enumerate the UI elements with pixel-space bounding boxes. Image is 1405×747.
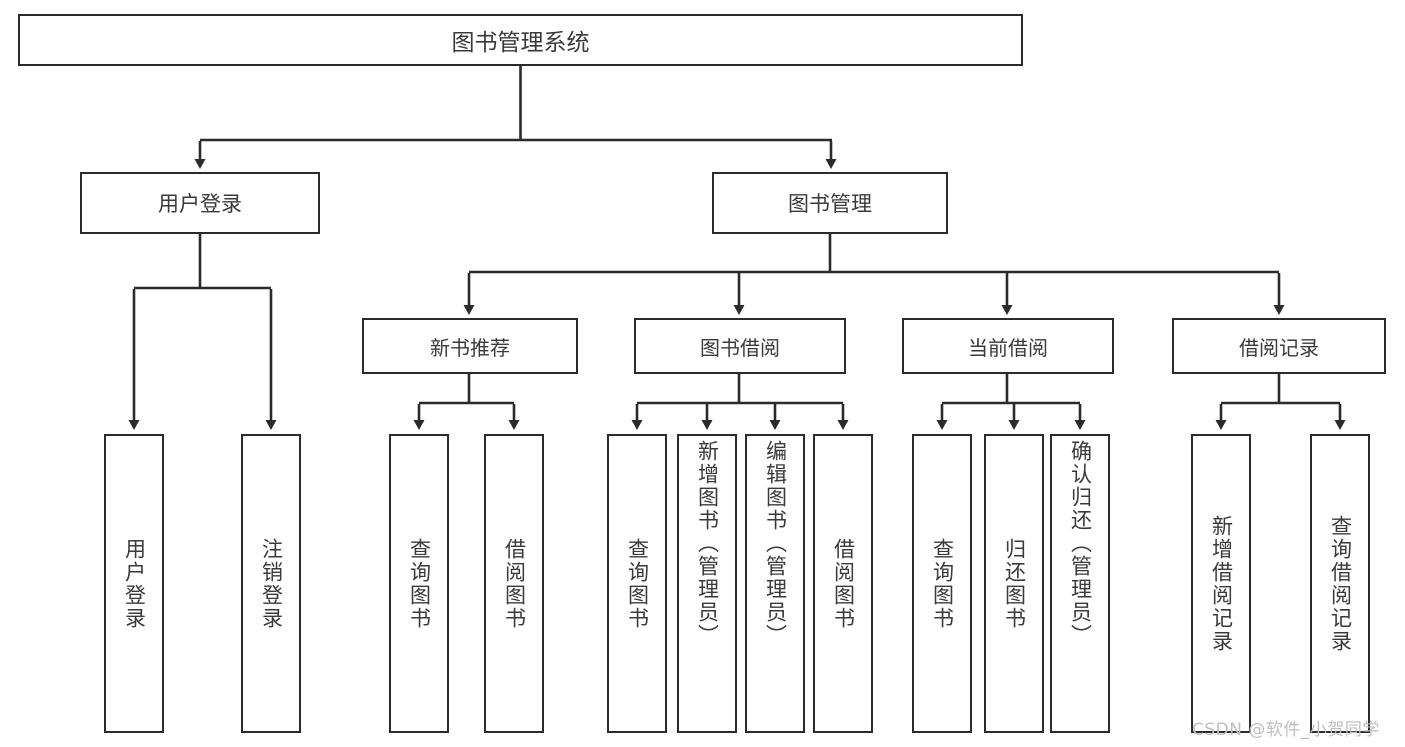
node-label: 当前借阅 [968,335,1048,360]
leaf-query-book-recommend[interactable]: 查询图书 [389,434,449,733]
node-label: 借阅记录 [1239,335,1319,360]
leaf-label: 查询图书 [625,537,650,630]
leaf-inner: 新增图书（管理员） [679,436,735,735]
leaf-inner: 归还图书 [986,436,1042,731]
leaf-inner: 查询借阅记录 [1312,436,1368,731]
leaf-inner: 查询图书 [914,436,970,731]
leaf-inner: 新增借阅记录 [1193,436,1249,731]
leaf-query-book-current[interactable]: 查询图书 [912,434,972,733]
leaf-borrow-book-recommend[interactable]: 借阅图书 [484,434,544,733]
leaf-label: 确认归还（管理员） [1068,440,1093,647]
leaf-add-book-admin[interactable]: 新增图书（管理员） [677,434,737,733]
leaf-inner: 借阅图书 [486,436,542,731]
leaf-query-borrow-record[interactable]: 查询借阅记录 [1310,434,1370,733]
leaf-label: 查询图书 [930,537,955,630]
node-label: 图书管理系统 [451,30,590,56]
leaf-logout[interactable]: 注销登录 [241,434,301,733]
node-label: 用户登录 [158,192,242,216]
leaf-inner: 注销登录 [243,436,299,731]
leaf-label: 归还图书 [1002,537,1027,630]
node-book-management[interactable]: 图书管理 [712,172,948,234]
leaf-label: 查询借阅记录 [1328,514,1353,653]
leaf-user-login[interactable]: 用户登录 [104,434,164,733]
leaf-query-book-borrow[interactable]: 查询图书 [607,434,667,733]
leaf-inner: 编辑图书（管理员） [747,436,803,735]
leaf-inner: 查询图书 [391,436,447,731]
node-borrow-record[interactable]: 借阅记录 [1172,318,1386,374]
node-user-login[interactable]: 用户登录 [80,172,320,234]
leaf-label: 新增图书（管理员） [695,440,720,647]
leaf-edit-book-admin[interactable]: 编辑图书（管理员） [745,434,805,733]
node-label: 图书借阅 [700,335,780,360]
node-root-system[interactable]: 图书管理系统 [18,14,1023,66]
leaf-label: 用户登录 [122,537,147,630]
node-label: 新书推荐 [430,335,510,360]
leaf-label: 借阅图书 [502,537,527,630]
leaf-label: 借阅图书 [831,537,856,630]
node-current-borrow[interactable]: 当前借阅 [902,318,1114,374]
node-new-book-recommend[interactable]: 新书推荐 [362,318,578,374]
leaf-return-book[interactable]: 归还图书 [984,434,1044,733]
leaf-confirm-return-admin[interactable]: 确认归还（管理员） [1050,434,1110,733]
leaf-label: 查询图书 [407,537,432,630]
leaf-add-borrow-record[interactable]: 新增借阅记录 [1191,434,1251,733]
leaf-inner: 借阅图书 [815,436,871,731]
leaf-inner: 用户登录 [106,436,162,731]
leaf-inner: 查询图书 [609,436,665,731]
leaf-label: 注销登录 [259,537,284,630]
node-label: 图书管理 [788,192,872,216]
leaf-label: 编辑图书（管理员） [763,440,788,647]
node-book-borrow[interactable]: 图书借阅 [634,318,846,374]
leaf-inner: 确认归还（管理员） [1052,436,1108,735]
leaf-label: 新增借阅记录 [1209,514,1234,653]
leaf-borrow-book[interactable]: 借阅图书 [813,434,873,733]
csdn-watermark: CSDN @软件_小贺同学 [1192,720,1380,740]
